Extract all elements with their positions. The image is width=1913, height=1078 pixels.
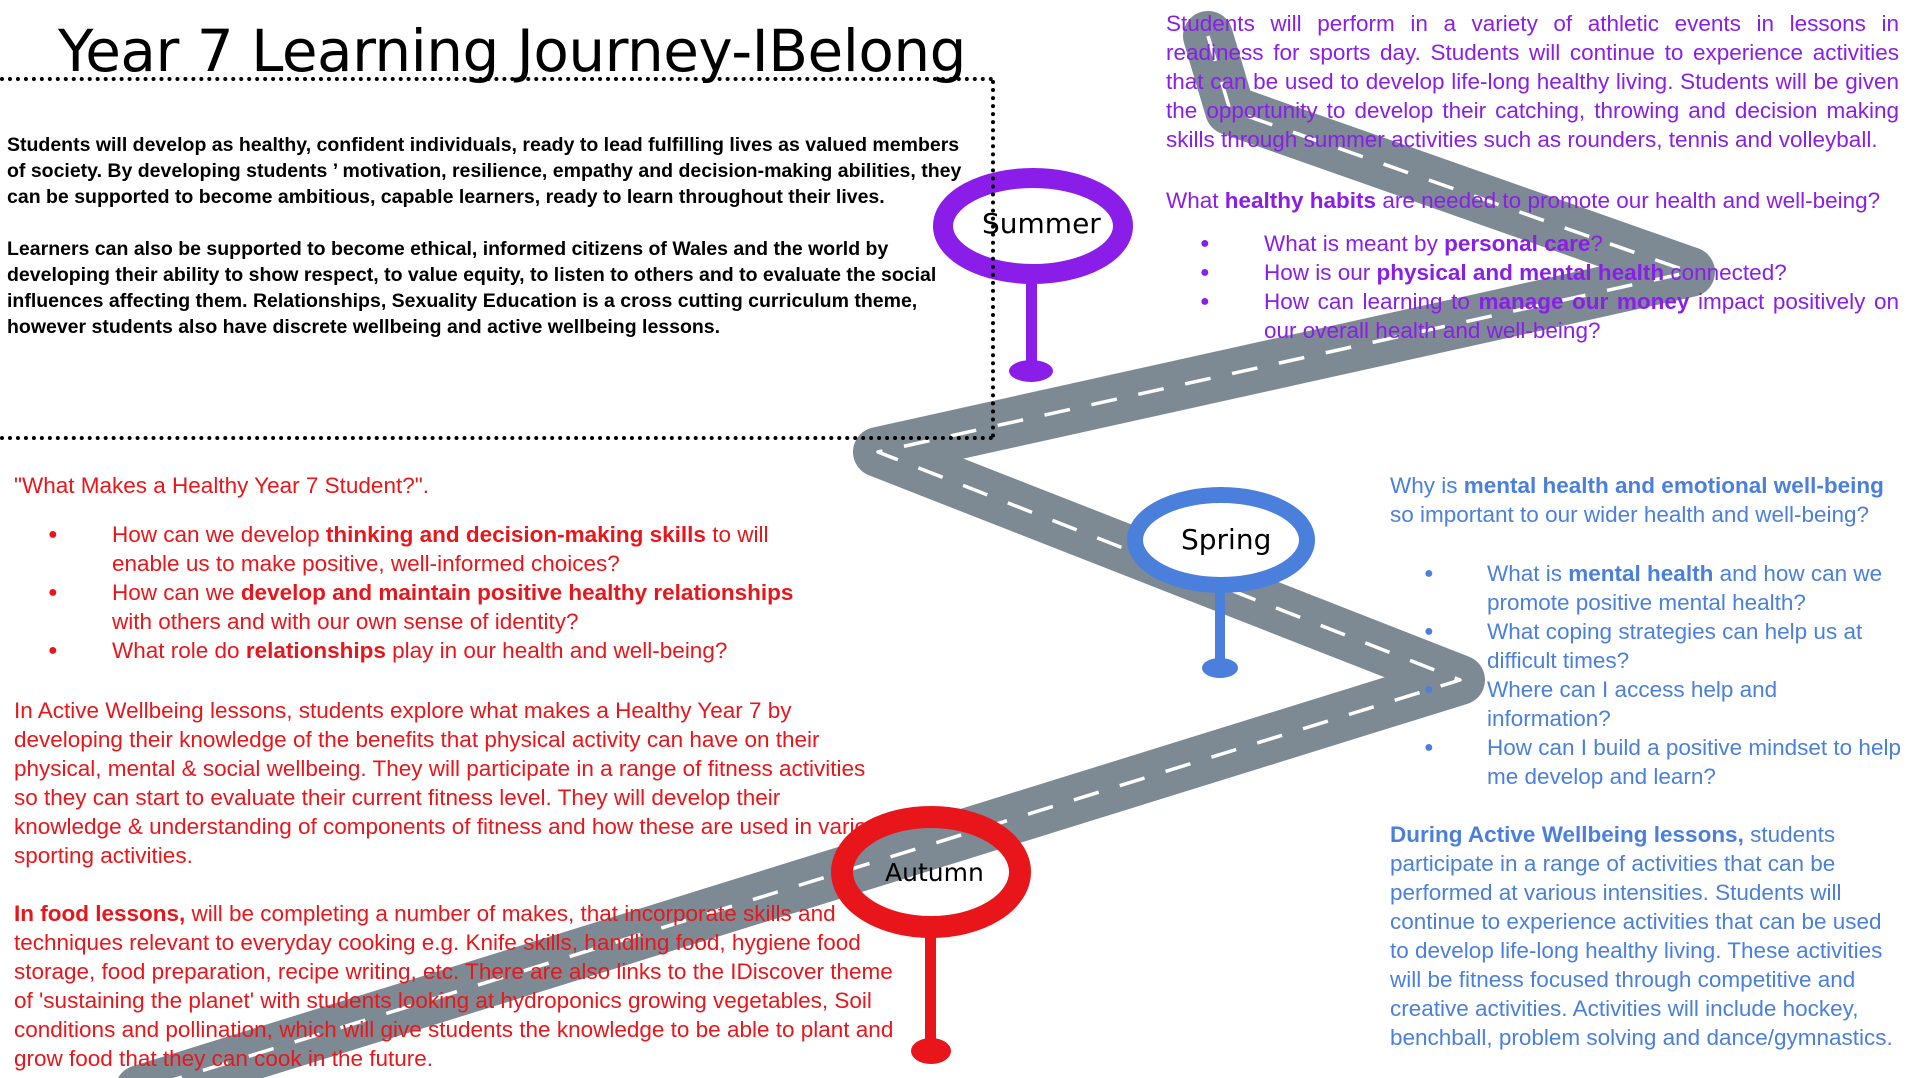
intro-paragraph-2: Learners can also be supported to become… <box>7 238 937 338</box>
spring-pin <box>1127 487 1315 678</box>
autumn-active-wellbeing: In Active Wellbeing lessons, students ex… <box>14 698 891 868</box>
autumn-section: "What Makes a Healthy Year 7 Student?". … <box>14 471 894 1073</box>
road <box>118 11 1715 1078</box>
spring-active-wellbeing: During Active Wellbeing lessons, student… <box>1390 822 1893 1050</box>
autumn-pin-ring <box>831 806 1031 938</box>
summer-pin-label: Summer <box>982 207 1101 240</box>
list-item: What is mental health and how can we pro… <box>1390 559 1905 617</box>
intro-paragraph-1: Students will develop as healthy, confid… <box>7 134 962 208</box>
autumn-pin <box>831 806 1031 1064</box>
autumn-pin-base <box>911 1038 951 1064</box>
autumn-question: "What Makes a Healthy Year 7 Student?". <box>14 473 429 498</box>
title-dotted-rule <box>0 77 994 81</box>
spring-pin-ring <box>1127 487 1315 593</box>
list-item: How can I build a positive mindset to he… <box>1390 733 1905 791</box>
spring-question: Why is mental health and emotional well-… <box>1390 473 1884 527</box>
intro-dotted-bottom-rule <box>0 436 994 440</box>
summer-pin <box>933 168 1133 382</box>
summer-pin-base <box>1009 360 1053 382</box>
summer-question: What healthy habits are needed to promot… <box>1166 188 1881 213</box>
summer-bullet-list: What is meant by personal care? How is o… <box>1166 229 1899 345</box>
list-item: What role do relationships play in our h… <box>14 636 794 665</box>
list-item: What coping strategies can help us at di… <box>1390 617 1905 675</box>
spring-pin-base <box>1202 658 1238 678</box>
list-item: How can we develop thinking and decision… <box>14 520 794 578</box>
list-item: How can learning to manage our money imp… <box>1166 287 1899 345</box>
list-item: What is meant by personal care? <box>1166 229 1899 258</box>
autumn-pin-label: Autumn <box>885 858 984 887</box>
spring-section: Why is mental health and emotional well-… <box>1390 471 1905 1052</box>
autumn-food-lessons: In food lessons, will be completing a nu… <box>14 901 894 1071</box>
spring-bullet-list: What is mental health and how can we pro… <box>1390 559 1905 791</box>
summer-intro: Students will perform in a variety of at… <box>1166 11 1899 152</box>
page-title: Year 7 Learning Journey-IBelong <box>58 17 966 85</box>
spring-pin-label: Spring <box>1181 523 1272 556</box>
intro-dotted-divider <box>991 80 995 438</box>
road-centre-line <box>172 35 1692 1078</box>
autumn-pin-stem <box>925 920 936 1050</box>
summer-section: Students will perform in a variety of at… <box>1166 9 1899 345</box>
list-item: Where can I access help and information? <box>1390 675 1905 733</box>
summer-pin-stem <box>1026 275 1037 370</box>
summer-pin-ring <box>933 168 1133 284</box>
intro-text: Students will develop as healthy, confid… <box>7 132 982 340</box>
autumn-bullet-list: How can we develop thinking and decision… <box>14 520 794 665</box>
list-item: How can we develop and maintain positive… <box>14 578 794 636</box>
spring-pin-stem <box>1215 585 1225 667</box>
list-item: How is our physical and mental health co… <box>1166 258 1899 287</box>
